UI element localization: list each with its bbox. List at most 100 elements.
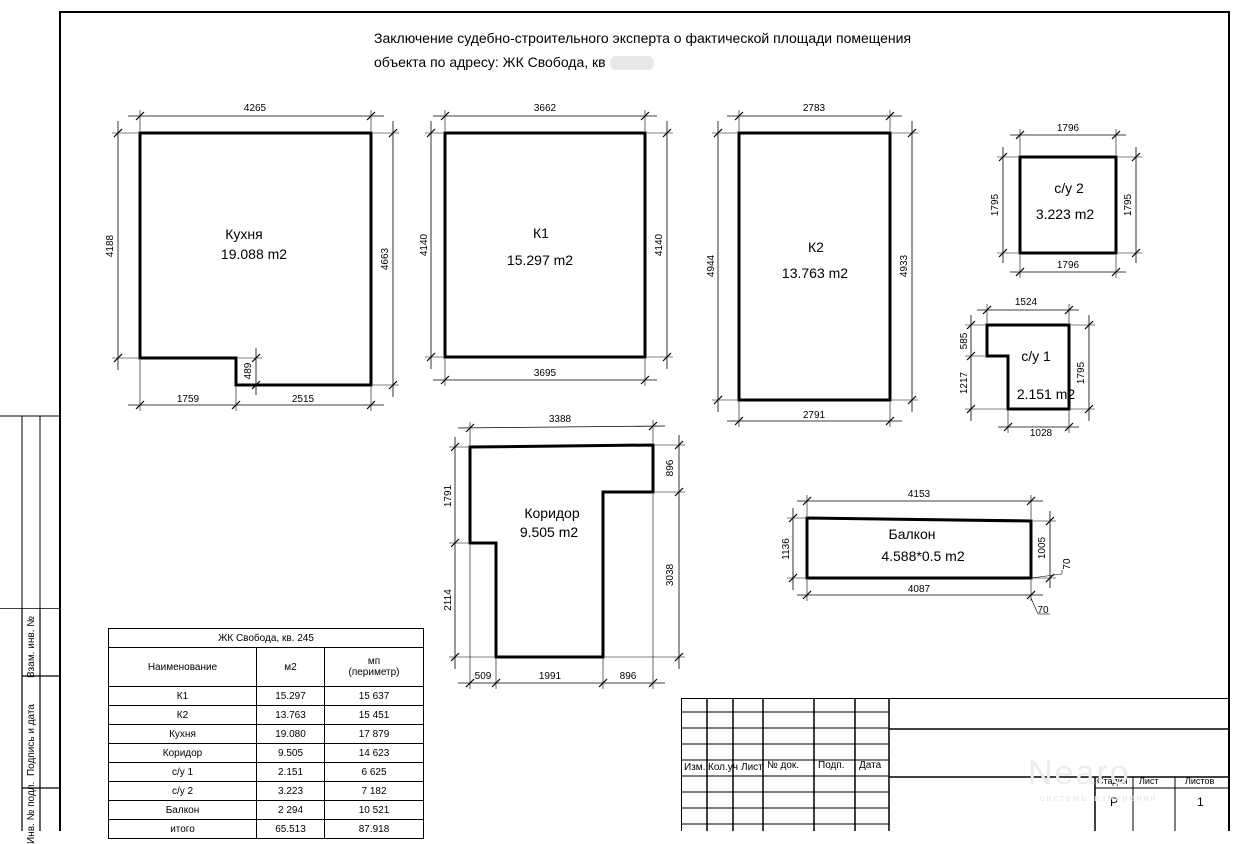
title-col-sheet: Лист (741, 762, 763, 773)
k2-area: 13.763 m2 (782, 265, 848, 281)
table-cell: К1 (108, 686, 257, 706)
table-cell: 6 625 (324, 762, 424, 782)
approval-side-strip: Взам. инв. № Подпись и дата Инв. № подл. (0, 608, 60, 844)
room-k1: 3662 4140 4140 3695 К1 15.297 m2 (419, 103, 673, 386)
su1-dim-right: 1795 (1076, 361, 1087, 384)
title-sheets-label: Листов (1185, 776, 1215, 786)
table-cell: с/у 2 (108, 781, 257, 801)
table-cell: 15 451 (324, 705, 424, 725)
k2-dim-right: 4933 (899, 254, 910, 277)
balcony-dim-bottom: 4087 (908, 584, 931, 595)
table-cell: Балкон (108, 800, 257, 820)
table-caption: ЖК Свобода, кв. 245 (108, 628, 424, 648)
title-block-grid (681, 698, 1229, 831)
su1-dim-top: 1524 (1015, 297, 1038, 308)
corridor-name: Коридор (524, 505, 580, 521)
k1-dim-top: 3662 (534, 103, 557, 114)
su1-dim-left-top: 585 (959, 332, 970, 349)
table-cell: с/у 1 (108, 762, 257, 782)
title-sheet-label: Лист (1139, 776, 1159, 786)
header-line-2: объекта по адресу: ЖК Свобода, кв (374, 50, 911, 74)
k2-name: К2 (808, 239, 824, 255)
title-col-sign: Подп. (818, 760, 845, 771)
table-header-name: Наименование (108, 647, 257, 687)
k1-dim-bottom: 3695 (534, 368, 557, 379)
table-cell: 13.763 (256, 705, 325, 725)
su2-dim-right: 1795 (1123, 193, 1134, 216)
k2-dim-bottom: 2791 (803, 410, 826, 421)
title-block: Изм. Кол.уч Лист № док. Подп. Дата Стади… (681, 698, 1229, 831)
room-corridor: 3388 1791 2114 896 3038 509 1991 896 Кор… (443, 414, 685, 689)
room-su1: 1524 585 1217 1795 1028 с/у 1 2.151 m2 (959, 297, 1095, 439)
balcony-name: Балкон (889, 526, 936, 542)
table-cell: 15 637 (324, 686, 424, 706)
title-col-change: Изм. (684, 762, 706, 773)
room-k2: 2783 4944 4933 2791 К2 13.763 m2 (706, 103, 918, 427)
kitchen-dim-notch: 489 (243, 362, 254, 379)
su2-name: с/у 2 (1054, 180, 1084, 196)
title-stage-value: Р (1110, 795, 1119, 809)
table-cell: 87.918 (324, 819, 424, 839)
table-cell: 65.513 (256, 819, 325, 839)
balcony-dim-top: 4153 (908, 489, 931, 500)
su1-area: 2.151 m2 (1017, 386, 1076, 402)
k2-dim-left: 4944 (706, 254, 717, 277)
balcony-dim-left: 1136 (781, 538, 792, 560)
corridor-dim-right-bottom: 3038 (665, 563, 676, 586)
k1-name: К1 (533, 225, 549, 241)
table-cell: итого (108, 819, 257, 839)
corridor-area: 9.505 m2 (520, 524, 579, 540)
su1-dim-left-bottom: 1217 (959, 371, 970, 394)
corridor-dim-bottom-left: 509 (475, 671, 492, 682)
conclusion-header: Заключение судебно-строительного эксперт… (374, 26, 911, 74)
k1-dim-left: 4140 (419, 233, 430, 256)
redacted-apartment-number (609, 56, 654, 71)
kitchen-dim-top: 4265 (244, 103, 267, 114)
table-cell: 14 623 (324, 743, 424, 763)
table-header-area: м2 (256, 647, 325, 687)
su2-dim-left: 1795 (990, 193, 1001, 216)
table-cell: 2 294 (256, 800, 325, 820)
table-cell: 9.505 (256, 743, 325, 763)
corridor-dim-bottom-right: 896 (620, 671, 637, 682)
table-cell: Коридор (108, 743, 257, 763)
side-strip-grid (0, 608, 60, 831)
kitchen-area: 19.088 m2 (221, 246, 287, 262)
balcony-dim-corner-bottom: 70 (1037, 605, 1049, 616)
corridor-dim-left-bottom: 2114 (443, 589, 454, 611)
table-cell: 17 879 (324, 724, 424, 744)
room-kitchen: 4265 4188 4663 1759 2515 489 Кухня 19.08… (105, 103, 399, 411)
corridor-dim-top: 3388 (549, 414, 572, 425)
kitchen-dim-right: 4663 (380, 247, 391, 270)
watermark-tagline: системы измерений (1040, 793, 1158, 803)
k1-dim-right: 4140 (654, 233, 665, 256)
table-cell: 3.223 (256, 781, 325, 801)
header-line-2-text: объекта по адресу: ЖК Свобода, кв (374, 54, 606, 70)
su1-name: с/у 1 (1021, 348, 1051, 364)
kitchen-dim-bottom-right: 2515 (292, 394, 315, 405)
kitchen-dim-bottom-left: 1759 (177, 394, 200, 405)
corridor-dim-right-top: 896 (665, 459, 676, 476)
corridor-dim-left-top: 1791 (443, 484, 454, 507)
watermark-logo: Nearo (1028, 754, 1131, 792)
corridor-dim-bottom-mid: 1991 (539, 671, 562, 682)
table-cell: 15.297 (256, 686, 325, 706)
k2-dim-top: 2783 (803, 103, 826, 114)
su2-area: 3.223 m2 (1036, 206, 1095, 222)
drawing-frame (59, 11, 1230, 831)
table-cell: К2 (108, 705, 257, 725)
title-stage-label: Стадия (1097, 776, 1128, 786)
su2-dim-top: 1796 (1057, 123, 1080, 134)
table-cell: 19.080 (256, 724, 325, 744)
kitchen-dim-left: 4188 (105, 234, 116, 257)
header-line-1: Заключение судебно-строительного эксперт… (374, 30, 912, 46)
title-col-date: Дата (859, 760, 882, 771)
table-cell: 7 182 (324, 781, 424, 801)
table-header-perimeter: мп (периметр) (324, 647, 424, 687)
